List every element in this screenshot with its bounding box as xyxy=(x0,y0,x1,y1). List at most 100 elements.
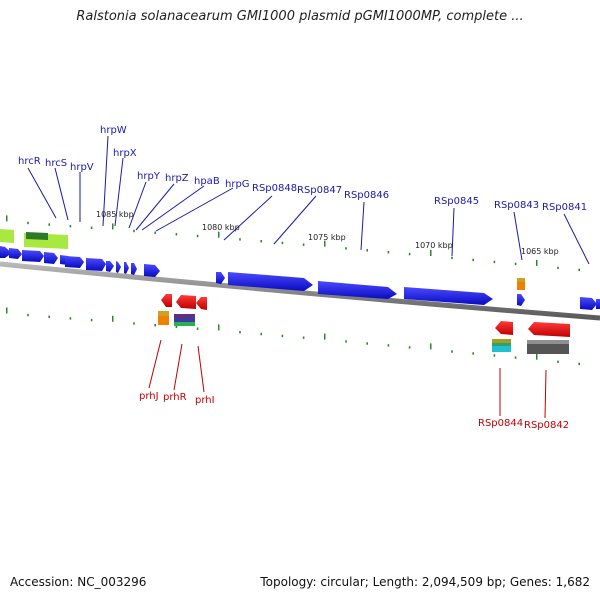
tick-dot xyxy=(302,336,305,339)
tick-dot xyxy=(557,266,559,270)
tick-dot xyxy=(345,247,347,250)
feature-box-lime[interactable] xyxy=(0,229,68,249)
gene-arrow xyxy=(161,294,172,307)
gene-label: hrpX xyxy=(113,148,137,159)
tick-dot xyxy=(536,259,538,266)
gene-label: prhR xyxy=(163,392,187,403)
tick-dot xyxy=(387,251,390,254)
backbone-curve xyxy=(0,261,600,321)
tick-dot xyxy=(345,340,347,343)
tick-dot xyxy=(239,331,241,334)
feature-boxes-bottom[interactable] xyxy=(158,311,569,354)
gene-arrow xyxy=(196,297,207,310)
tick-dot xyxy=(430,250,432,256)
gene-label: RSp0844 xyxy=(478,418,523,429)
tick-label: 1080 kbp xyxy=(202,223,240,232)
tick-labels: 1085 kbp 1080 kbp 1075 kbp 1070 kbp 1065… xyxy=(96,210,559,256)
gene-label: hrpW xyxy=(100,125,127,136)
tick-dot xyxy=(451,256,453,260)
reverse-genes[interactable] xyxy=(161,294,570,337)
gene-arrow xyxy=(404,287,493,305)
bottom-leader-lines xyxy=(148,339,547,419)
gene-arrow xyxy=(131,263,137,275)
tick-dot xyxy=(408,252,411,256)
map-title: Ralstonia solanacearum GMI1000 plasmid p… xyxy=(76,9,524,24)
tick-dot xyxy=(218,324,220,331)
tick-dot xyxy=(472,258,474,262)
tick-dot xyxy=(6,215,8,222)
gene-arrow xyxy=(318,281,397,299)
tick-dot xyxy=(302,243,305,246)
tick-dot xyxy=(430,343,432,350)
tick-dot xyxy=(112,223,114,230)
gene-arrow xyxy=(124,262,129,274)
gene-label: hrpV xyxy=(70,162,94,173)
tick-dot xyxy=(281,241,284,245)
tick-dot xyxy=(366,342,368,345)
tick-dot xyxy=(387,344,390,347)
gene-arrow xyxy=(228,272,313,291)
tick-dot xyxy=(578,362,580,366)
tick-dot xyxy=(175,325,178,329)
tick-dot xyxy=(90,318,93,322)
tick-dot xyxy=(260,332,262,336)
tick-dot xyxy=(281,334,284,338)
tick-dot xyxy=(557,360,559,363)
gene-arrow xyxy=(86,258,106,271)
tick-dot xyxy=(514,356,517,359)
gene-label: RSp0841 xyxy=(542,202,587,213)
bottom-gene-labels: prhJ prhR prhI RSp0844 RSp0842 xyxy=(139,391,569,431)
top-leader-lines xyxy=(27,135,590,265)
gene-arrow xyxy=(22,250,44,262)
forward-genes[interactable] xyxy=(0,246,600,310)
top-gene-labels: hrcR hrcS hrpV hrpW hrpX hrpY hrpZ hpaB … xyxy=(18,125,587,213)
tick-dot xyxy=(578,268,580,272)
tick-dots-top xyxy=(6,215,580,272)
tick-dot xyxy=(196,234,199,238)
gene-label: RSp0843 xyxy=(494,200,539,211)
tick-dot xyxy=(69,225,72,228)
tick-label: 1075 kbp xyxy=(308,233,346,242)
gene-label: RSp0845 xyxy=(434,196,479,207)
feature-orange-top[interactable] xyxy=(517,278,525,290)
gene-arrow xyxy=(517,294,525,306)
gene-label: prhI xyxy=(195,395,215,406)
gene-arrow xyxy=(106,261,114,272)
tick-dot xyxy=(324,240,326,247)
tick-dot xyxy=(112,315,114,322)
tick-dot xyxy=(154,324,156,327)
gene-label: hrcS xyxy=(45,158,67,169)
tick-dot xyxy=(175,233,178,236)
tick-label: 1065 kbp xyxy=(521,247,559,256)
gene-arrow xyxy=(176,295,196,309)
tick-dot xyxy=(133,229,135,233)
tick-dot xyxy=(493,354,496,357)
tick-label: 1070 kbp xyxy=(415,241,453,250)
gene-label: hrcR xyxy=(18,156,41,167)
tick-dot xyxy=(472,352,474,355)
tick-dot xyxy=(239,238,241,241)
gene-label: RSp0848 xyxy=(252,183,297,194)
gene-label: hrpZ xyxy=(165,173,189,184)
tick-dot xyxy=(48,315,50,318)
tick-dot xyxy=(493,260,496,264)
tick-dot xyxy=(27,221,29,225)
tick-dots-bottom xyxy=(6,307,580,366)
tick-dot xyxy=(133,322,135,325)
tick-dot xyxy=(27,313,29,317)
gene-arrow xyxy=(44,252,58,264)
tick-label: 1085 kbp xyxy=(96,210,134,219)
gene-label: RSp0846 xyxy=(344,190,389,201)
tick-dot xyxy=(154,231,156,234)
tick-dot xyxy=(218,231,220,238)
gene-label: RSp0842 xyxy=(524,420,569,431)
accession-text: Accession: NC_003296 xyxy=(10,575,147,589)
gene-arrow xyxy=(495,321,513,335)
tick-dot xyxy=(536,353,538,360)
gene-arrow xyxy=(116,261,121,273)
gene-arrow xyxy=(528,322,570,337)
tick-dot xyxy=(408,346,411,349)
gene-label: hrpG xyxy=(225,179,250,190)
gene-arrow xyxy=(580,297,597,310)
